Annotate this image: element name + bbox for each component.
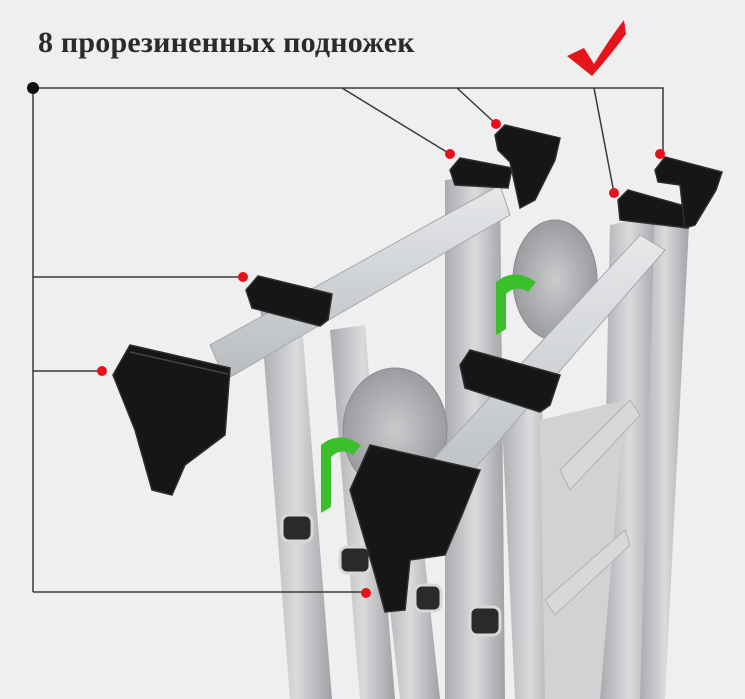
- foot-7: [459, 349, 561, 413]
- foot-4: [494, 124, 561, 210]
- callout-dot-icon: [361, 588, 371, 598]
- foot-2: [245, 275, 333, 327]
- callout-lines: [32, 87, 664, 593]
- foot-3: [449, 157, 513, 189]
- callout-dot-icon: [609, 188, 619, 198]
- callout-dot-icon: [238, 272, 248, 282]
- hinge-lock-icon: [321, 274, 536, 513]
- callout-dot-icon: [445, 149, 455, 159]
- anchor-dot-icon: [27, 82, 39, 94]
- foot-8: [349, 444, 482, 613]
- foot-1: [112, 344, 231, 496]
- checkmark-icon: [567, 20, 626, 76]
- callout-dot-icon: [655, 149, 665, 159]
- rubber-feet: [112, 124, 723, 613]
- ladder-rungs: [544, 399, 641, 616]
- callout-dot-icon: [97, 366, 107, 376]
- rung-slots: [280, 513, 502, 637]
- foot-6: [654, 156, 723, 229]
- callout-dots: [97, 119, 665, 598]
- page-title: 8 прорезиненных подножек: [38, 26, 415, 59]
- callout-dot-icon: [491, 119, 501, 129]
